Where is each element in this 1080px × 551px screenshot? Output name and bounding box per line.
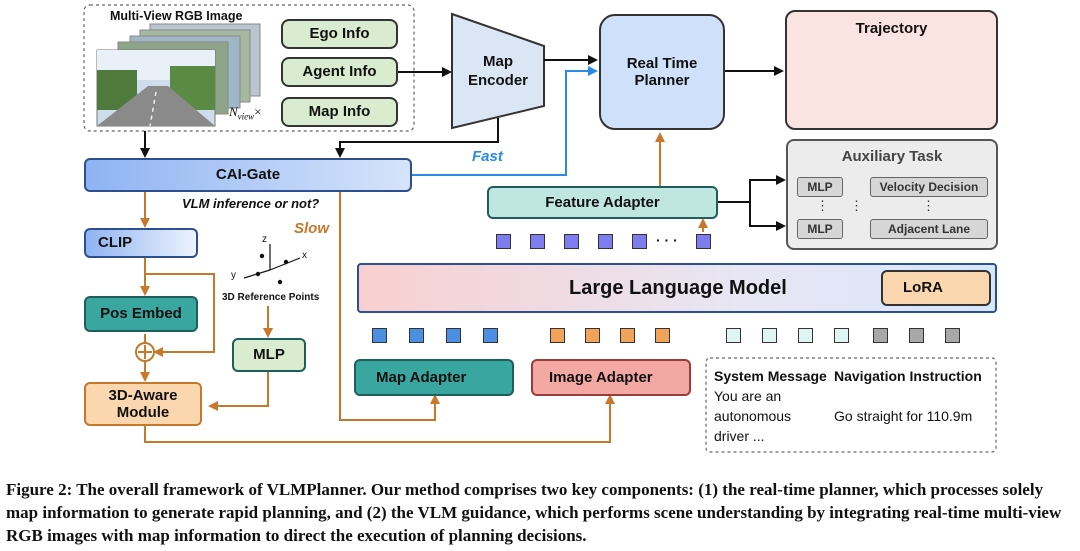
aux-mlp-1: MLP	[797, 177, 843, 197]
navigation-instruction-title: Navigation Instruction	[834, 368, 982, 384]
slow-label: Slow	[294, 220, 330, 237]
feature-adapter-box: Feature Adapter	[487, 186, 718, 219]
token	[446, 328, 461, 343]
token	[564, 234, 579, 249]
axis-y-label: y	[231, 270, 236, 281]
auxiliary-title: Auxiliary Task	[841, 148, 943, 165]
axis-z-label: z	[262, 234, 267, 245]
token	[598, 234, 613, 249]
token	[585, 328, 600, 343]
token	[655, 328, 670, 343]
vlm-question: VLM inference or not?	[182, 196, 320, 211]
nview-label: Nview×	[229, 104, 262, 122]
token	[762, 328, 777, 343]
fast-label: Fast	[472, 148, 503, 165]
system-message-line: You are an	[714, 388, 782, 404]
aux-dots: ⋮	[922, 198, 935, 213]
map-info-box: Map Info	[281, 97, 398, 127]
figure-caption: Figure 2: The overall framework of VLMPl…	[6, 480, 1062, 545]
map-encoder-shape	[451, 12, 545, 130]
token	[726, 328, 741, 343]
token	[632, 234, 647, 249]
axis-x-label: x	[302, 250, 307, 261]
aware-module-box: 3D-Aware Module	[84, 382, 202, 426]
token	[372, 328, 387, 343]
system-message-line: autonomous	[714, 408, 792, 424]
pos-embed-box: Pos Embed	[84, 296, 198, 332]
token	[798, 328, 813, 343]
adjacent-lane-box: Adjacent Lane	[870, 219, 988, 239]
multi-view-images-icon	[96, 23, 261, 127]
prompt-panel-border	[705, 357, 997, 453]
clip-box: CLIP	[84, 228, 198, 258]
token	[873, 328, 888, 343]
ego-info-box: Ego Info	[281, 19, 398, 49]
lora-box: LoRA	[881, 270, 991, 306]
map-encoder-label: Map Encoder	[467, 53, 528, 89]
trajectory-box: Trajectory	[785, 10, 998, 130]
input-panel-title: Multi-View RGB Image	[110, 9, 243, 23]
ref-points-label: 3D Reference Points	[222, 292, 320, 303]
token	[530, 234, 545, 249]
navigation-instruction-text: Go straight for 110.9m	[834, 408, 973, 424]
trajectory-title: Trajectory	[855, 20, 928, 37]
token	[620, 328, 635, 343]
agent-info-box: Agent Info	[281, 57, 398, 87]
token	[834, 328, 849, 343]
aux-dots: ⋮	[850, 198, 863, 213]
axes-3d-icon	[243, 244, 301, 285]
token-ellipsis: · · ·	[656, 232, 678, 248]
aux-dots: ⋮	[816, 198, 829, 213]
token	[496, 234, 511, 249]
token	[409, 328, 424, 343]
cai-gate-box: CAI-Gate	[84, 158, 412, 192]
token	[550, 328, 565, 343]
system-message-title: System Message	[714, 368, 827, 384]
velocity-decision-box: Velocity Decision	[870, 177, 988, 197]
token	[483, 328, 498, 343]
mlp-box: MLP	[232, 338, 306, 372]
token	[909, 328, 924, 343]
input-panel-border	[83, 4, 415, 132]
image-adapter-box: Image Adapter	[531, 359, 691, 396]
real-time-planner-box: Real Time Planner	[599, 14, 725, 130]
token	[945, 328, 960, 343]
token	[696, 234, 711, 249]
system-message-line: driver ...	[714, 428, 765, 444]
aux-mlp-2: MLP	[797, 219, 843, 239]
map-adapter-box: Map Adapter	[354, 359, 514, 396]
